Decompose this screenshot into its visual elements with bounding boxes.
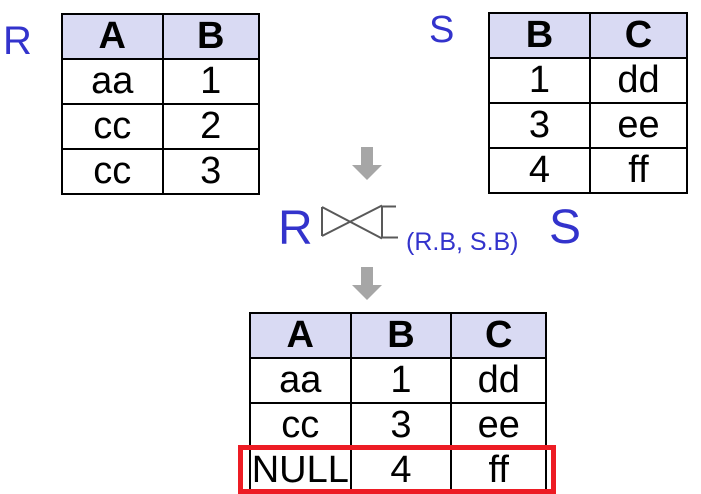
table-row: cc 2	[61, 103, 260, 150]
column-header: B	[161, 13, 260, 60]
table-r-label: R	[3, 19, 32, 63]
table-row: 4 ff	[488, 147, 688, 194]
table-row: 3 ee	[488, 102, 688, 149]
table-r-header-row: A B	[61, 13, 260, 60]
table-cell: 1	[161, 58, 260, 105]
table-cell: 3	[349, 402, 453, 449]
table-cell: cc	[61, 103, 164, 150]
table-cell: 3	[488, 102, 591, 149]
column-header: B	[349, 312, 453, 359]
result-table: A B C aa 1 dd cc 3 ee NULL 4 ff	[249, 312, 547, 494]
column-header: B	[488, 12, 591, 59]
right-outer-join-icon	[321, 204, 398, 240]
column-header: C	[450, 312, 547, 359]
table-cell: cc	[61, 148, 164, 195]
table-cell: aa	[61, 58, 164, 105]
table-cell: cc	[249, 402, 352, 449]
table-row: aa 1	[61, 58, 260, 105]
table-cell: 4	[349, 447, 453, 494]
table-r: A B aa 1 cc 2 cc 3	[61, 13, 260, 195]
table-s-label: S	[429, 9, 455, 51]
table-cell: ff	[589, 147, 688, 194]
result-table-header-row: A B C	[249, 312, 547, 359]
table-row: cc 3 ee	[249, 402, 547, 449]
column-header: A	[61, 13, 164, 60]
table-cell: ee	[450, 402, 547, 449]
table-cell: 3	[161, 148, 260, 195]
table-s-header-row: B C	[488, 12, 688, 59]
join-condition: (R.B, S.B)	[406, 228, 519, 256]
column-header: A	[249, 312, 352, 359]
table-cell: NULL	[249, 447, 352, 494]
table-s: B C 1 dd 3 ee 4 ff	[488, 12, 688, 194]
table-cell: dd	[450, 357, 547, 404]
column-header: C	[589, 12, 688, 59]
table-cell: 1	[488, 57, 591, 104]
table-row-highlighted: NULL 4 ff	[249, 447, 547, 494]
table-cell: aa	[249, 357, 352, 404]
table-cell: dd	[589, 57, 688, 104]
table-cell: ee	[589, 102, 688, 149]
table-row: cc 3	[61, 148, 260, 195]
down-arrow-icon	[352, 267, 382, 300]
join-expression-left-operand: R	[278, 202, 313, 255]
table-cell: 2	[161, 103, 260, 150]
table-row: 1 dd	[488, 57, 688, 104]
table-cell: ff	[450, 447, 547, 494]
table-row: aa 1 dd	[249, 357, 547, 404]
join-expression-right-operand: S	[549, 201, 582, 254]
table-cell: 1	[349, 357, 453, 404]
down-arrow-icon	[352, 147, 382, 180]
table-cell: 4	[488, 147, 591, 194]
